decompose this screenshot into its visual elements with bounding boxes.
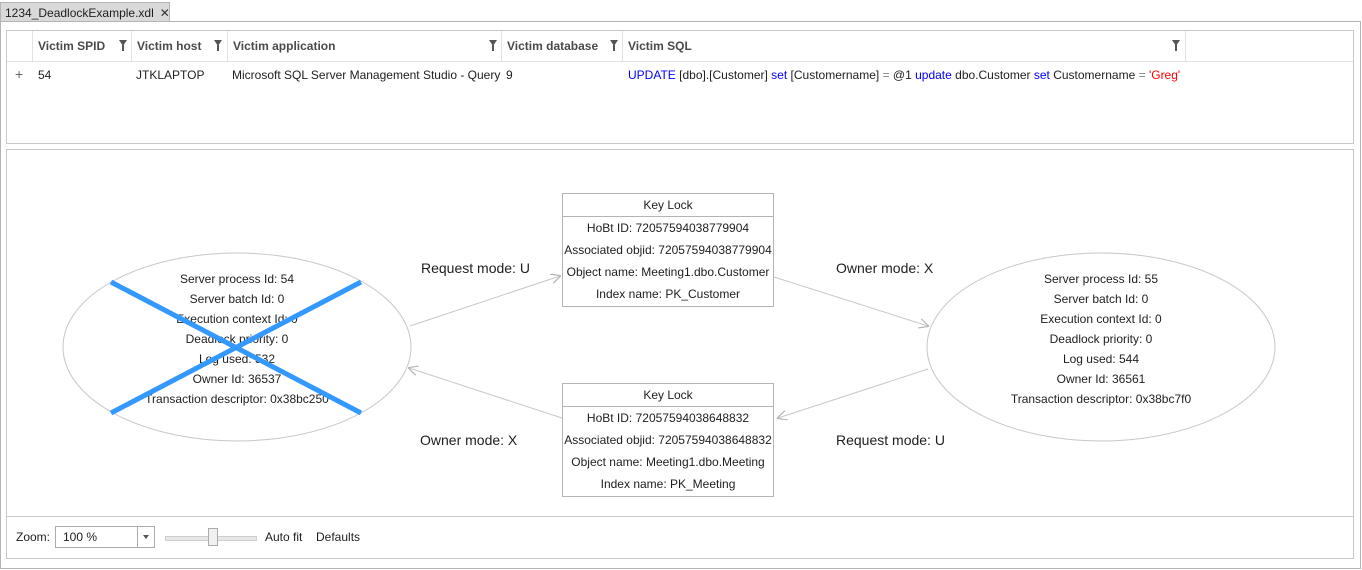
process-detail-line: Server process Id: 55: [1043, 272, 1159, 286]
lock-detail-line: Index name: PK_Customer: [595, 287, 741, 301]
edge-label-request-bottom: Request mode: U: [836, 432, 945, 448]
process-detail-line: Execution context Id: 0: [1040, 312, 1162, 326]
edge-label-owner-top: Owner mode: X: [836, 260, 934, 276]
column-header-label: Victim host: [137, 39, 202, 53]
zoom-label: Zoom:: [16, 530, 51, 544]
sql-token: @1: [889, 68, 916, 82]
column-header-victim-spid[interactable]: Victim SPID: [32, 31, 132, 61]
process-node[interactable]: [926, 252, 1276, 442]
filter-icon[interactable]: [610, 40, 618, 51]
process-detail-line: Execution context Id: 0: [176, 312, 298, 326]
defaults-button[interactable]: Defaults: [316, 530, 361, 544]
edge-request-top: [409, 276, 560, 327]
column-header-victim-application[interactable]: Victim application: [227, 31, 502, 61]
sql-token: [Customername]: [787, 68, 883, 82]
column-header-victim-database[interactable]: Victim database: [501, 31, 623, 61]
lock-detail-line: Index name: PK_Meeting: [600, 477, 736, 491]
lock-detail-line: Associated objid: 72057594038648832: [564, 433, 772, 447]
sql-token: set: [771, 68, 788, 82]
edge-label-owner-bottom: Owner mode: X: [420, 432, 518, 448]
deadlock-graph: Server process Id: 54 Server batch Id: 0…: [6, 149, 1354, 517]
sql-token: dbo.Customer: [951, 68, 1034, 82]
column-header-label: Victim SPID: [38, 39, 106, 53]
sql-token: Customername: [1049, 68, 1139, 82]
sql-token: [dbo].[Customer]: [675, 68, 772, 82]
lock-detail-line: HoBt ID: 72057594038779904: [586, 221, 750, 235]
process-details: Server process Id: 55 Server batch Id: 0…: [927, 269, 1275, 409]
filter-icon[interactable]: [1172, 40, 1180, 51]
process-detail-line: Deadlock priority: 0: [185, 332, 289, 346]
cell-victim-sql[interactable]: UPDATE [dbo].[Customer] set [Customernam…: [623, 61, 1180, 89]
column-header-label: Victim application: [233, 39, 336, 53]
chevron-down-icon[interactable]: [137, 527, 154, 547]
process-detail-line: Server batch Id: 0: [1053, 292, 1149, 306]
column-header-victim-host[interactable]: Victim host: [131, 31, 227, 61]
sql-token: =: [1138, 68, 1146, 82]
key-lock-node-customer[interactable]: Key Lock HoBt ID: 72057594038779904 Asso…: [562, 193, 774, 307]
lock-detail-line: HoBt ID: 72057594038648832: [586, 411, 750, 425]
victim-process-details: Server process Id: 54 Server batch Id: 0…: [63, 269, 411, 409]
auto-fit-button[interactable]: Auto fit: [265, 530, 303, 544]
sql-token: =: [882, 68, 890, 82]
lock-detail-line: Object name: Meeting1.dbo.Meeting: [571, 455, 765, 469]
close-icon[interactable]: ✕: [159, 5, 170, 20]
process-detail-line: Server batch Id: 0: [189, 292, 285, 306]
zoom-toolbar: Zoom: 100 % Auto fit Defaults: [6, 517, 1354, 559]
process-detail-line: Transaction descriptor: 0x38bc250: [145, 392, 329, 406]
expand-row-icon[interactable]: +: [15, 66, 24, 82]
process-detail-line: Log used: 544: [1062, 352, 1140, 366]
lock-title: Key Lock: [563, 384, 773, 407]
sql-token: UPDATE: [628, 68, 676, 82]
sql-token: 'Greg': [1148, 68, 1181, 82]
victim-grid: Victim SPID Victim host Victim applicati…: [6, 30, 1354, 144]
lock-detail-line: Associated objid: 72057594038779904: [564, 243, 772, 257]
document-tab-title: 1234_DeadlockExample.xdl: [5, 5, 154, 20]
tab-strip: 1234_DeadlockExample.xdl ✕: [0, 0, 1362, 22]
zoom-slider-thumb[interactable]: [208, 528, 218, 546]
filter-icon[interactable]: [489, 40, 497, 51]
key-lock-node-meeting[interactable]: Key Lock HoBt ID: 72057594038648832 Asso…: [562, 383, 774, 497]
column-header-label: Victim database: [507, 39, 599, 53]
zoom-combobox[interactable]: 100 %: [55, 526, 155, 548]
cell-victim-host[interactable]: JTKLAPTOP: [136, 68, 205, 82]
edge-label-request-top: Request mode: U: [421, 260, 530, 276]
edge-owner-bottom: [409, 368, 563, 419]
lock-detail-line: Object name: Meeting1.dbo.Customer: [566, 265, 770, 279]
lock-title: Key Lock: [563, 194, 773, 217]
process-detail-line: Owner Id: 36537: [192, 372, 282, 386]
process-detail-line: Owner Id: 36561: [1056, 372, 1146, 386]
grid-header: Victim SPID Victim host Victim applicati…: [7, 31, 1353, 62]
sql-token: update: [915, 68, 952, 82]
filter-icon[interactable]: [214, 40, 222, 51]
process-detail-line: Deadlock priority: 0: [1049, 332, 1153, 346]
column-header-victim-sql[interactable]: Victim SQL: [622, 31, 1186, 61]
column-header-label: Victim SQL: [628, 39, 692, 53]
document-tab[interactable]: 1234_DeadlockExample.xdl ✕: [0, 2, 170, 22]
zoom-value: 100 %: [63, 530, 98, 544]
cell-victim-database[interactable]: 9: [506, 68, 513, 82]
cell-victim-spid[interactable]: 54: [38, 68, 52, 82]
edge-request-bottom: [778, 368, 929, 418]
edge-owner-top: [773, 276, 928, 326]
filter-icon[interactable]: [119, 40, 127, 51]
process-detail-line: Transaction descriptor: 0x38bc7f0: [1010, 392, 1192, 406]
process-detail-line: Server process Id: 54: [179, 272, 295, 286]
cell-victim-application[interactable]: Microsoft SQL Server Management Studio -…: [232, 68, 501, 82]
process-detail-line: Log used: 532: [198, 352, 276, 366]
sql-token: set: [1033, 68, 1050, 82]
